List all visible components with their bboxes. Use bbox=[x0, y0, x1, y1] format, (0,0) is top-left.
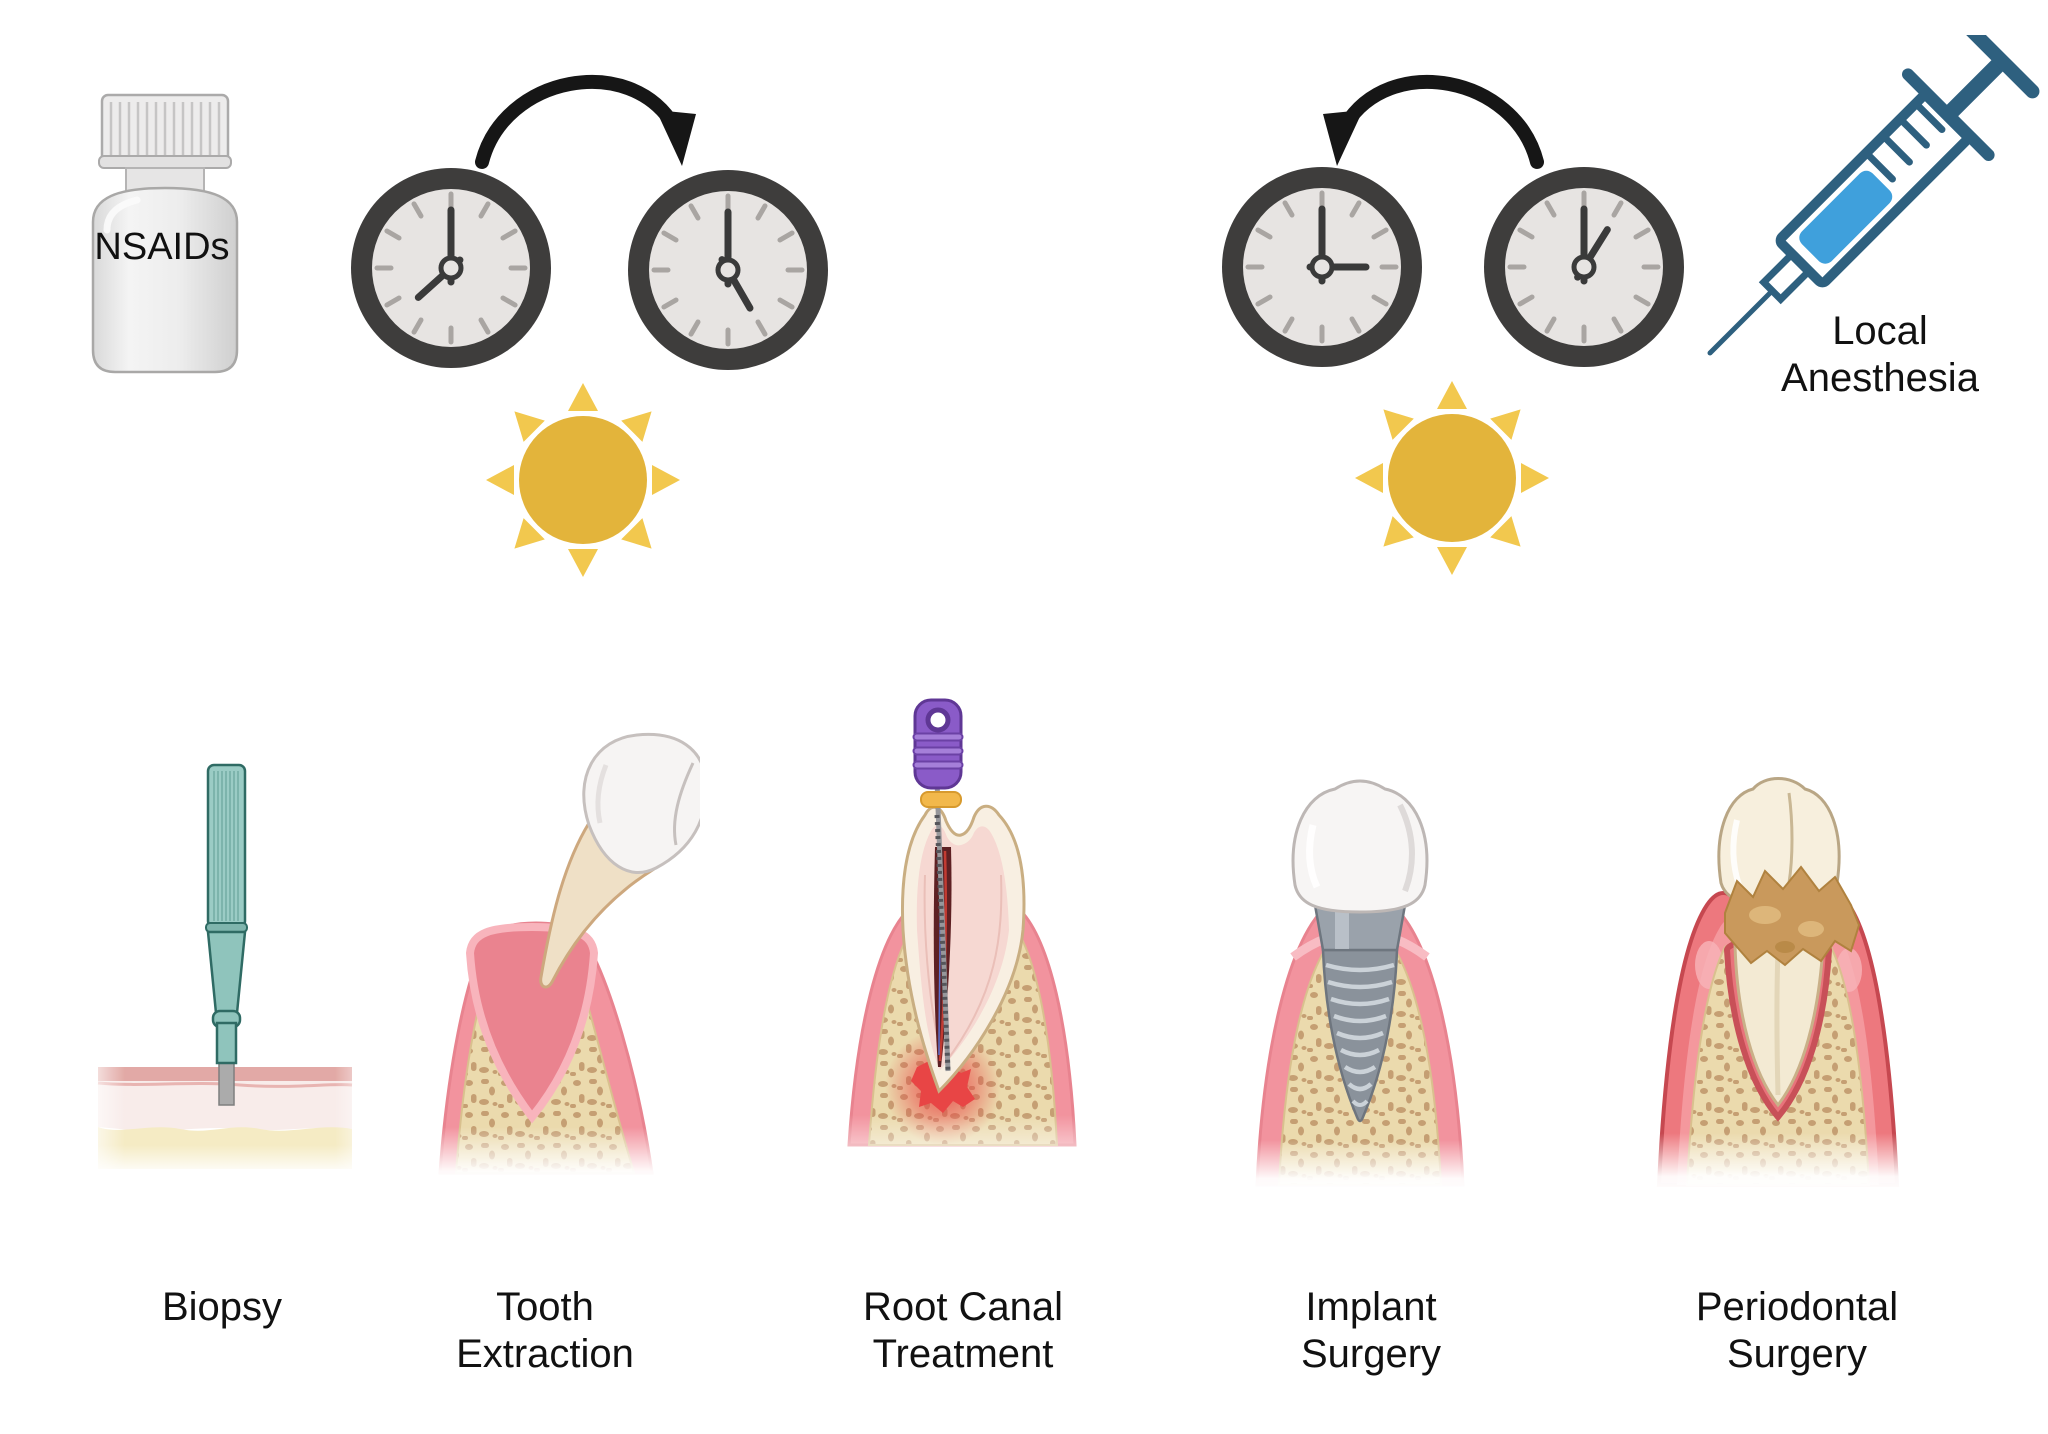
gum-and-bone bbox=[438, 921, 654, 1175]
implant-screw bbox=[1313, 903, 1407, 1123]
periodontal-surgery-label: Periodontal Surgery bbox=[1695, 1285, 1899, 1376]
extracted-tooth bbox=[539, 732, 700, 989]
tooth-extraction-label: Tooth Extraction bbox=[456, 1285, 634, 1376]
tooth-extraction-illustration bbox=[390, 732, 700, 1190]
tooth-with-calculus bbox=[1717, 777, 1861, 1122]
implant-crown bbox=[1291, 779, 1429, 914]
biopsy-punch-tool bbox=[205, 763, 248, 1106]
sun-icon bbox=[486, 383, 680, 577]
curved-arrow-icon bbox=[470, 52, 705, 177]
pill-bottle-icon bbox=[91, 93, 239, 374]
sun-icon bbox=[1355, 381, 1549, 575]
endodontic-file bbox=[912, 698, 964, 1072]
nsaids-label: NSAIDs bbox=[94, 226, 230, 268]
clock-icon bbox=[623, 165, 833, 375]
clock-icon bbox=[1217, 162, 1427, 372]
implant-surgery-label: Implant Surgery bbox=[1300, 1285, 1442, 1376]
implant-illustration bbox=[1235, 779, 1485, 1195]
syringe-icon bbox=[1707, 35, 2040, 356]
clock-icon bbox=[1479, 162, 1689, 372]
clock-icon bbox=[346, 163, 556, 373]
root-canal-illustration bbox=[825, 698, 1095, 1205]
curved-arrow-icon bbox=[1314, 52, 1549, 177]
periodontal-illustration bbox=[1625, 777, 1955, 1195]
local-anesthesia-label: Local Anesthesia bbox=[1781, 309, 1979, 400]
root-canal-label: Root Canal Treatment bbox=[862, 1285, 1064, 1376]
biopsy-illustration bbox=[80, 763, 380, 1185]
biopsy-label: Biopsy bbox=[161, 1285, 283, 1329]
